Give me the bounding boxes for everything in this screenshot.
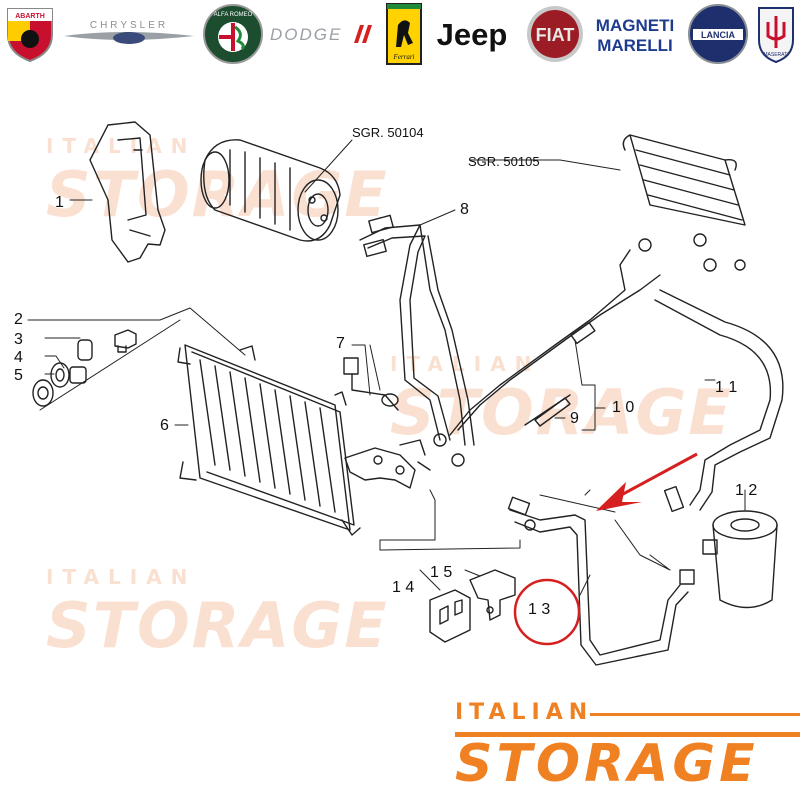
callout-4: 4 <box>14 349 23 366</box>
callout-2: 2 <box>14 311 23 328</box>
watermark-big-2: STORAGE <box>390 376 733 449</box>
brand-small-text: ITALIAN <box>455 700 594 725</box>
jeep-logo-text: Jeep <box>437 17 508 52</box>
ref-compressor-group: SGR. 50104 <box>352 125 424 140</box>
part-14-clamp <box>429 589 471 643</box>
fiat-logo: FIAT <box>524 4 586 64</box>
callout-3: 3 <box>14 331 23 348</box>
alfa-romeo-logo-text: ALFA ROMEO <box>214 12 253 18</box>
abarth-logo: ABARTH <box>2 4 58 64</box>
dodge-logo-text: DODGE <box>270 25 342 44</box>
ferrari-logo: Ferrari <box>384 3 424 65</box>
maserati-logo: MASERATI <box>754 4 798 64</box>
lancia-logo: LANCIA <box>686 4 750 64</box>
svg-text:MAGNETI: MAGNETI <box>596 16 674 35</box>
part-15-bracket <box>469 569 516 621</box>
brand-big-text: STORAGE <box>455 734 759 794</box>
part-9-valve <box>524 394 571 427</box>
part-10-pipe <box>449 249 661 436</box>
part-1-shield <box>89 121 166 263</box>
watermark-big-3: STORAGE <box>46 589 389 662</box>
watermark-small-1: ITALIAN <box>46 134 197 158</box>
svg-text:MARELLI: MARELLI <box>597 36 673 55</box>
callout-11: 1 1 <box>715 379 737 396</box>
part-13-pipe <box>507 496 695 666</box>
part-6-radiator <box>177 344 361 536</box>
callout-9: 9 <box>570 410 579 427</box>
jeep-logo: Jeep <box>428 4 516 64</box>
fiat-logo-text: FIAT <box>536 25 575 45</box>
abarth-logo-text: ABARTH <box>15 13 45 20</box>
magneti-marelli-logo: MAGNETI MARELLI <box>588 4 682 64</box>
callout-6: 6 <box>160 417 169 434</box>
lancia-logo-text: LANCIA <box>701 30 735 40</box>
callout-1: 1 <box>55 194 64 211</box>
condenser-upper <box>622 134 746 272</box>
alfa-romeo-logo: ALFA ROMEO <box>200 4 266 64</box>
callout-14: 1 4 <box>392 579 414 596</box>
ref-condenser-group: SGR. 50105 <box>468 154 540 169</box>
callout-8: 8 <box>460 201 469 218</box>
brand-rule-top <box>590 713 800 716</box>
callout-5: 5 <box>14 367 23 384</box>
highlight-circle-part-13 <box>513 578 581 646</box>
part-7-sensor <box>343 357 399 411</box>
maserati-logo-text: MASERATI <box>763 52 788 58</box>
dodge-logo: DODGE <box>268 4 378 64</box>
chrysler-logo: CHRYSLER <box>62 4 196 64</box>
ac-parts-diagram: SGR. 50104 SGR. 50105 1 2 3 4 5 6 7 8 9 … <box>14 121 784 666</box>
ferrari-logo-text: Ferrari <box>393 53 415 61</box>
part-11-pipe <box>654 289 784 513</box>
fasteners-2-5 <box>32 329 137 407</box>
watermark-big-1: STORAGE <box>46 158 389 231</box>
brand-logo-bar: ABARTH CHRYSLER ALFA ROMEO DODGE Ferrari <box>0 0 800 70</box>
brand-rule-bottom <box>455 732 800 737</box>
radiator-bracket <box>344 433 465 489</box>
part-8-pipe <box>359 214 475 446</box>
callout-12: 1 2 <box>735 482 757 499</box>
callout-10: 1 0 <box>612 399 634 416</box>
watermark-small-3: ITALIAN <box>46 565 197 589</box>
chrysler-logo-text: CHRYSLER <box>90 20 168 31</box>
callout-7: 7 <box>336 335 345 352</box>
callout-13: 1 3 <box>528 601 550 618</box>
part-12-receiver-drier <box>702 510 778 609</box>
highlight-arrow-shaft <box>611 452 698 502</box>
callout-15: 1 5 <box>430 564 452 581</box>
compressor <box>200 139 341 242</box>
highlight-arrow-head <box>596 482 642 511</box>
